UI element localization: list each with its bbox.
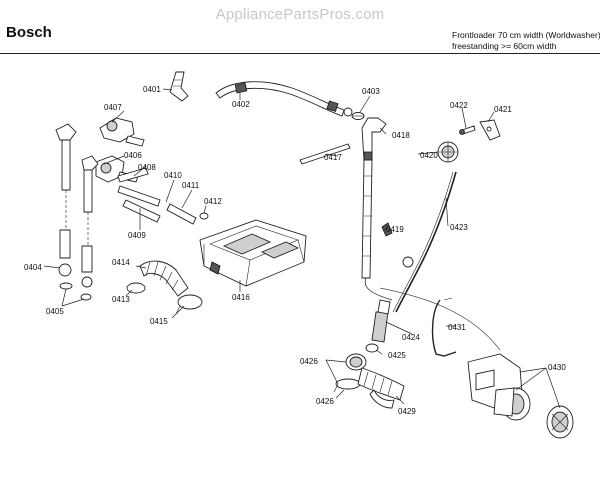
part-0410-drawing bbox=[117, 185, 161, 207]
callout-0405: 0405 bbox=[46, 307, 64, 316]
callout-0429: 0429 bbox=[398, 407, 416, 416]
part-0408-drawing bbox=[117, 167, 149, 183]
callout-0430: 0430 bbox=[548, 363, 566, 372]
callout-0422: 0422 bbox=[450, 101, 468, 110]
callout-0413: 0413 bbox=[112, 295, 130, 304]
part-0407-drawing bbox=[99, 117, 145, 147]
callout-0411: 0411 bbox=[182, 181, 200, 190]
part-0421-drawing bbox=[479, 119, 501, 141]
part-0420-drawing bbox=[437, 141, 459, 163]
part-0417-drawing bbox=[299, 143, 351, 165]
callout-0418: 0418 bbox=[392, 131, 410, 140]
part-0413-drawing bbox=[126, 282, 146, 294]
part-0409-drawing bbox=[122, 199, 161, 223]
callout-0410: 0410 bbox=[164, 171, 182, 180]
callout-0414: 0414 bbox=[112, 258, 130, 267]
part-0412-drawing bbox=[199, 212, 209, 220]
callout-0404: 0404 bbox=[24, 263, 42, 272]
callout-0431: 0431 bbox=[448, 323, 466, 332]
model-description-line2: freestanding >= 60cm width bbox=[452, 41, 557, 51]
callout-0408: 0408 bbox=[138, 163, 156, 172]
callout-0417: 0417 bbox=[324, 153, 342, 162]
callout-0407: 0407 bbox=[104, 103, 122, 112]
part-0431-drawing bbox=[379, 287, 501, 357]
header-divider bbox=[0, 53, 600, 54]
callout-0403: 0403 bbox=[362, 87, 380, 96]
part-0423-drawing bbox=[392, 171, 457, 313]
part-0419-drawing bbox=[361, 159, 393, 301]
callout-labels: 0401 0402 0403 0404 0405 0406 0407 0408 … bbox=[24, 85, 566, 416]
part-0429-drawing bbox=[357, 367, 405, 409]
callout-0423: 0423 bbox=[450, 223, 468, 232]
callout-0420: 0420 bbox=[420, 151, 438, 160]
callout-0401: 0401 bbox=[143, 85, 161, 94]
callout-0419: 0419 bbox=[386, 225, 404, 234]
part-0426-drawing bbox=[333, 353, 367, 393]
callout-0425: 0425 bbox=[388, 351, 406, 360]
callout-0416: 0416 bbox=[232, 293, 250, 302]
brand-title: Bosch bbox=[6, 24, 52, 41]
part-0416-drawing bbox=[199, 219, 307, 287]
callout-0409: 0409 bbox=[128, 231, 146, 240]
callout-0426-lower: 0426 bbox=[316, 397, 334, 406]
part-0424-drawing bbox=[371, 299, 391, 343]
callout-0412: 0412 bbox=[204, 197, 222, 206]
part-0418-drawing bbox=[361, 117, 387, 161]
part-0422-drawing bbox=[459, 125, 476, 135]
part-0415-drawing bbox=[175, 294, 203, 315]
callout-0426-upper: 0426 bbox=[300, 357, 318, 366]
part-0401-drawing bbox=[169, 71, 189, 102]
model-description-line1: Frontloader 70 cm width (Worldwasher) bbox=[452, 30, 600, 40]
part-0403-drawing bbox=[351, 112, 365, 120]
callout-0415: 0415 bbox=[150, 317, 168, 326]
part-0411-drawing bbox=[166, 203, 197, 225]
callout-0406: 0406 bbox=[124, 151, 142, 160]
callout-0402: 0402 bbox=[232, 100, 250, 109]
part-0402-drawing bbox=[215, 81, 353, 117]
part-0414-drawing bbox=[139, 260, 189, 297]
callout-0424: 0424 bbox=[402, 333, 420, 342]
part-0404-drawing bbox=[55, 123, 99, 288]
part-0430-drawing bbox=[467, 353, 574, 439]
watermark: AppliancePartsPros.com bbox=[215, 6, 385, 23]
callout-0421: 0421 bbox=[494, 105, 512, 114]
leader-lines bbox=[43, 88, 561, 409]
part-0425-drawing bbox=[365, 343, 379, 353]
